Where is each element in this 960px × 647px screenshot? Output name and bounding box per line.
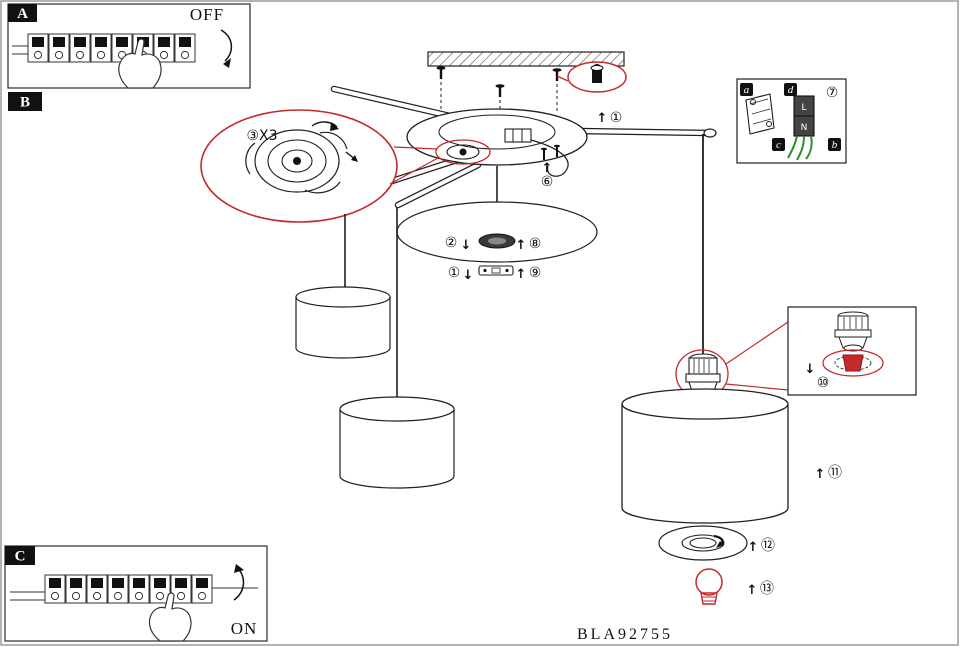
- step13-arrow-icon: ↑: [747, 583, 758, 598]
- rotate-arrow-icon: [330, 122, 339, 131]
- panel-a-label: A: [17, 6, 28, 22]
- breaker-strip: [44, 574, 213, 604]
- wiring-detail-box: L N a d c b ⑦: [736, 78, 847, 164]
- step9-arrow-icon: ↑: [516, 267, 527, 282]
- badge-c: c: [776, 139, 781, 151]
- badge-b: b: [832, 139, 838, 151]
- mounting-bracket: [478, 265, 514, 276]
- hand-icon: [148, 592, 192, 642]
- turn-arrow-icon: [351, 155, 358, 162]
- step6-marker: ⑥: [541, 174, 554, 190]
- shade-body: [339, 409, 455, 489]
- rotate-arrow-icon: [716, 541, 724, 548]
- step3-marker: ③X3: [246, 128, 277, 144]
- shade-body: [621, 404, 789, 524]
- step9-marker: ⑨: [529, 265, 542, 281]
- panel-b-label: B: [20, 95, 30, 111]
- panel-c: C ON: [4, 545, 268, 642]
- trim-ring-view: [658, 525, 748, 561]
- badge-a: a: [744, 84, 750, 96]
- pendant-right: ↑ ⑪ ↑ ⑫ ↑ ⑬: [621, 134, 842, 605]
- canopy-underside-view: ② ↓ ↑ ⑧ ① ↓ ↑ ⑨: [396, 201, 598, 283]
- step2-arrow-icon: ↓: [461, 238, 472, 253]
- panel-c-label-box: [5, 546, 35, 565]
- step10-marker: ⑩: [817, 375, 830, 391]
- shade-top: [339, 396, 455, 422]
- step12-arrow-icon: ↑: [748, 540, 759, 555]
- red-socket-part: [842, 354, 864, 372]
- arm-end-joint: [703, 128, 717, 138]
- lock-callout-ring: [435, 139, 491, 165]
- ceiling: [427, 51, 625, 124]
- step1-arrow-icon: ↑: [597, 111, 608, 126]
- ground-wire: [805, 135, 813, 160]
- ground-wire: [796, 135, 805, 161]
- step8-arrow-icon: ↑: [516, 238, 527, 253]
- step10-arrow-icon: ↓: [805, 362, 816, 377]
- canopy-dome: [438, 114, 556, 150]
- ground-wire: [787, 135, 798, 159]
- switch-off-arrow-icon: [220, 29, 233, 62]
- terminal-N-label: N: [801, 123, 808, 133]
- step1b-arrow-icon: ↓: [463, 268, 474, 283]
- step12-marker: ⑫: [761, 538, 775, 554]
- panel-b-label-box: [8, 92, 42, 111]
- step2-marker: ②: [445, 235, 458, 251]
- twistlock-detail: ③X3: [200, 109, 439, 223]
- canopy-assembly: ↑ ① ↑ ⑥: [330, 85, 717, 209]
- breaker-on-label: ON: [231, 619, 258, 638]
- step13-marker: ⑬: [760, 581, 774, 597]
- step7-marker: ⑦: [826, 85, 839, 101]
- panel-b: B: [8, 92, 42, 111]
- step1-marker: ①: [610, 110, 623, 126]
- step11-arrow-icon: ↑: [815, 467, 826, 482]
- panel-a-label-box: [8, 4, 37, 22]
- canopy-terminal: [504, 128, 532, 143]
- socket-detail-box: ↓ ⑩: [787, 306, 917, 396]
- hand-icon: [118, 38, 162, 89]
- wall-anchor-callout: [556, 61, 627, 93]
- pendant-middle: [339, 207, 455, 489]
- panel-c-label: C: [15, 549, 26, 565]
- step8-marker: ⑧: [529, 236, 542, 252]
- clamp-screws: [541, 144, 560, 160]
- model-number: BLA92755: [577, 626, 673, 643]
- panel-a: A OFF: [7, 3, 251, 89]
- pendant-left: [295, 214, 391, 359]
- step1b-marker: ①: [448, 265, 461, 281]
- shade-top: [295, 286, 391, 308]
- terminal-L-label: L: [801, 103, 806, 113]
- shade-body: [295, 297, 391, 359]
- breaker-strip: [27, 33, 196, 63]
- shade-top: [621, 388, 789, 420]
- badge-d: d: [788, 84, 794, 96]
- mounting-plate: [745, 93, 775, 135]
- breaker-off-label: OFF: [190, 5, 224, 24]
- step6-arrow-icon: ↑: [542, 161, 553, 176]
- step11-marker: ⑪: [828, 465, 842, 481]
- bulb-sketch: [695, 568, 723, 605]
- canopy-cable: [530, 139, 569, 177]
